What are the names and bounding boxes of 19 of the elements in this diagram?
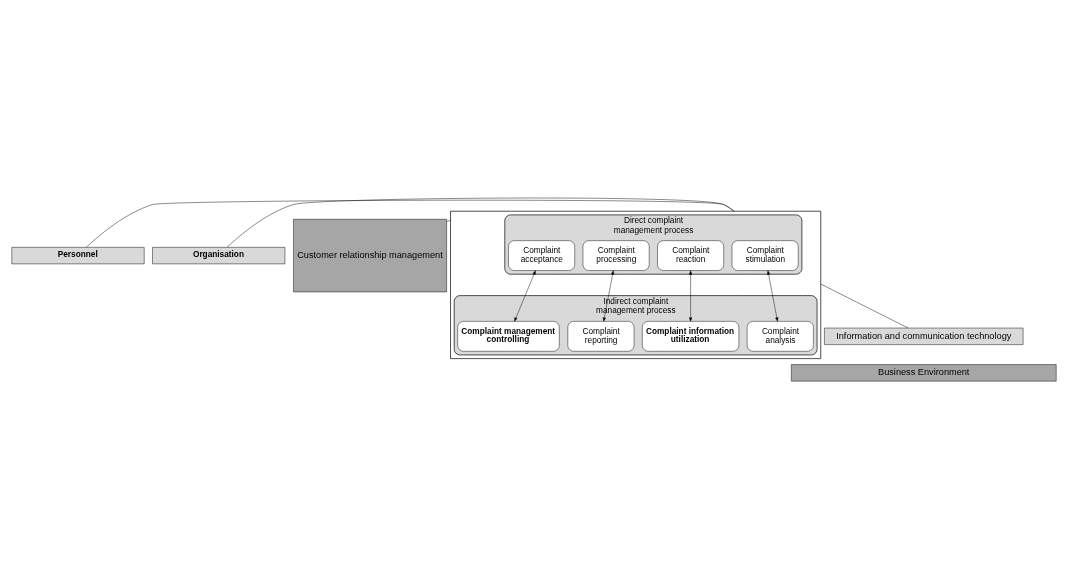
- connector: [226, 197, 735, 248]
- node-box: Complaint reporting: [567, 321, 635, 352]
- node-box: Organisation: [152, 247, 286, 265]
- node-box: Complaint information utilization: [642, 321, 740, 352]
- node-box: Information and communication technology: [824, 327, 1024, 345]
- node-box: Complaint reaction: [657, 240, 724, 271]
- node-box: Complaint processing: [582, 240, 650, 271]
- arrow: [767, 270, 779, 322]
- node-box: Business Environment: [791, 364, 1057, 382]
- connector: [446, 220, 451, 222]
- arrow: [689, 270, 693, 322]
- arrow: [602, 270, 615, 322]
- node-box: Complaint stimulation: [731, 240, 799, 271]
- node-box: Complaint analysis: [746, 321, 814, 352]
- node-box: Complaint acceptance: [508, 240, 575, 271]
- node-box: Personnel: [11, 247, 145, 265]
- arrow: [514, 270, 536, 322]
- node-box: Complaint management controlling: [457, 321, 560, 352]
- node-box: Customer relationship management: [293, 219, 447, 293]
